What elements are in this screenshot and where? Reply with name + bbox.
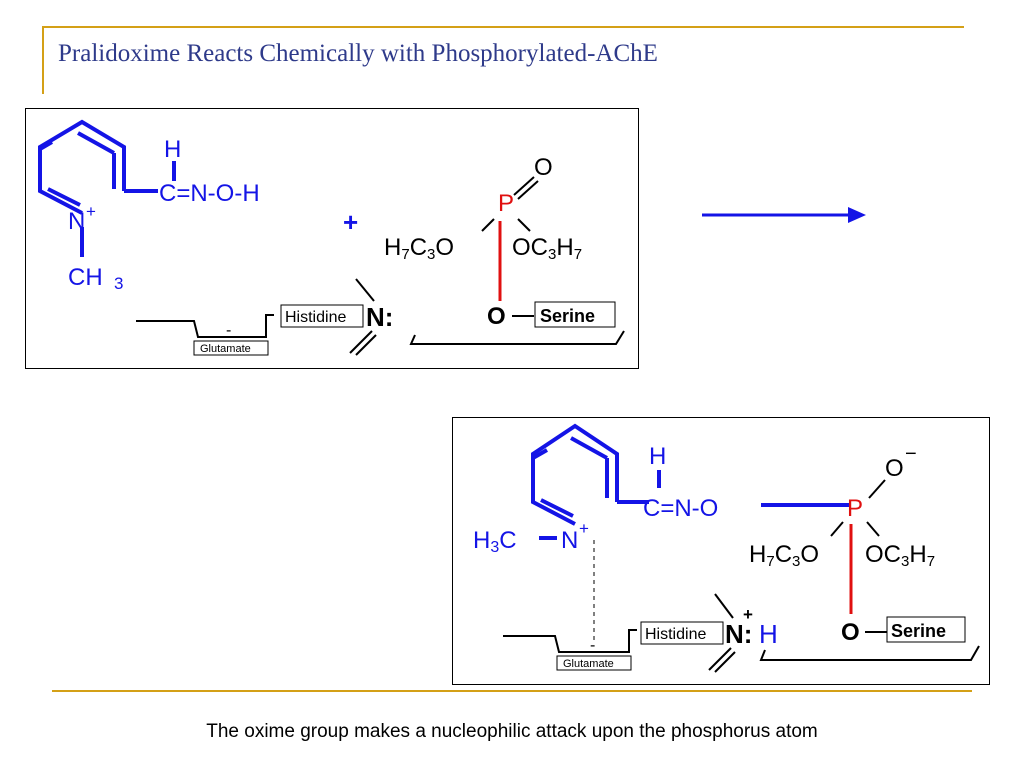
histidine-hydrogen-product: H [759, 619, 778, 649]
glutamate-charge-product: - [590, 637, 595, 654]
p-left-ester-bond [481, 218, 495, 232]
histidine-bond-down-b-product [714, 651, 736, 673]
histidine-label: Histidine [285, 309, 346, 326]
left-ester-group: H7C3O [384, 234, 454, 263]
histidine-bond-up-product [714, 593, 734, 619]
pyridinium-ring-product [531, 423, 849, 540]
left-ester-group-product: H7C3O [749, 541, 819, 570]
p-o-double-bond-b [517, 180, 539, 200]
right-ester-group: OC3H7 [512, 234, 582, 263]
glutamate-label-product: Glutamate [563, 658, 614, 670]
products-diagram: H3C N + H C=N-O P O − H7C3O OC3H7 O Seri… [473, 423, 980, 673]
reaction-arrow [702, 207, 866, 223]
oxime-hydrogen-product: H [649, 443, 666, 470]
methyl-subscript: 3 [114, 274, 123, 293]
phosphoryl-oxygen-charge: − [905, 443, 917, 465]
methyl-group: CH [68, 264, 103, 291]
glutamate-box-product [556, 655, 632, 671]
ring-nitrogen-product: N [561, 527, 578, 554]
histidine-bond-down-b [355, 334, 377, 356]
histidine-box [280, 304, 364, 328]
serine-oxygen: O [487, 303, 506, 330]
serine-box [534, 301, 616, 328]
enzyme-backbone [136, 314, 625, 345]
histidine-bond-down-a-product [708, 647, 732, 671]
histidine-bond-up [355, 278, 375, 302]
ring-nitrogen-charge-product: + [579, 519, 589, 538]
glutamate-label: Glutamate [200, 343, 251, 355]
serine-box-product [886, 616, 966, 643]
glutamate-box [193, 340, 269, 356]
plus-sign: + [343, 207, 358, 237]
glutamate-charge: - [226, 322, 231, 339]
reactants-panel: N + CH 3 H C=N-O-H + O P H7C3O OC3H7 O S… [25, 108, 639, 369]
serine-oxygen-product: O [841, 619, 860, 646]
title-accent-horizontal [42, 26, 964, 28]
serine-label: Serine [540, 306, 595, 326]
pyridinium-ring [38, 119, 176, 257]
oxime-chain: C=N-O-H [159, 180, 260, 207]
oxime-chain-product: C=N-O [643, 495, 718, 522]
footer-accent-line [52, 690, 972, 692]
phosphorus-atom-product: P [847, 495, 863, 522]
serine-label-product: Serine [891, 621, 946, 641]
histidine-nitrogen-product: N: [725, 619, 752, 649]
histidine-box-product [640, 621, 724, 645]
ring-nitrogen: N [68, 208, 85, 235]
products-panel: H3C N + H C=N-O P O − H7C3O OC3H7 O Seri… [452, 417, 990, 685]
reactants-diagram: N + CH 3 H C=N-O-H + O P H7C3O OC3H7 O S… [38, 119, 625, 356]
p-right-ester-bond-product [866, 521, 880, 537]
enzyme-backbone-product [503, 629, 980, 661]
p-o-double-bond-a [513, 176, 535, 196]
phosphoryl-oxygen: O [534, 154, 553, 181]
title-accent-vertical [42, 26, 44, 94]
histidine-charge-product: + [743, 605, 753, 624]
phosphorus-atom: P [498, 190, 514, 217]
methyl-product: H3C [473, 527, 517, 556]
histidine-label-product: Histidine [645, 626, 706, 643]
slide-title: Pralidoxime Reacts Chemically with Phosp… [58, 40, 658, 67]
right-ester-group-product: OC3H7 [865, 541, 935, 570]
phosphoryl-oxygen-product: O [885, 455, 904, 482]
slide-caption: The oxime group makes a nucleophilic att… [206, 721, 818, 742]
ring-nitrogen-charge: + [86, 202, 96, 221]
histidine-bond-down-a [349, 330, 373, 354]
p-left-ester-bond-product [830, 521, 844, 537]
p-right-ester-bond [517, 218, 531, 232]
histidine-nitrogen: N: [366, 302, 393, 332]
p-o-bond-product [868, 479, 886, 499]
oxime-hydrogen: H [164, 136, 181, 163]
